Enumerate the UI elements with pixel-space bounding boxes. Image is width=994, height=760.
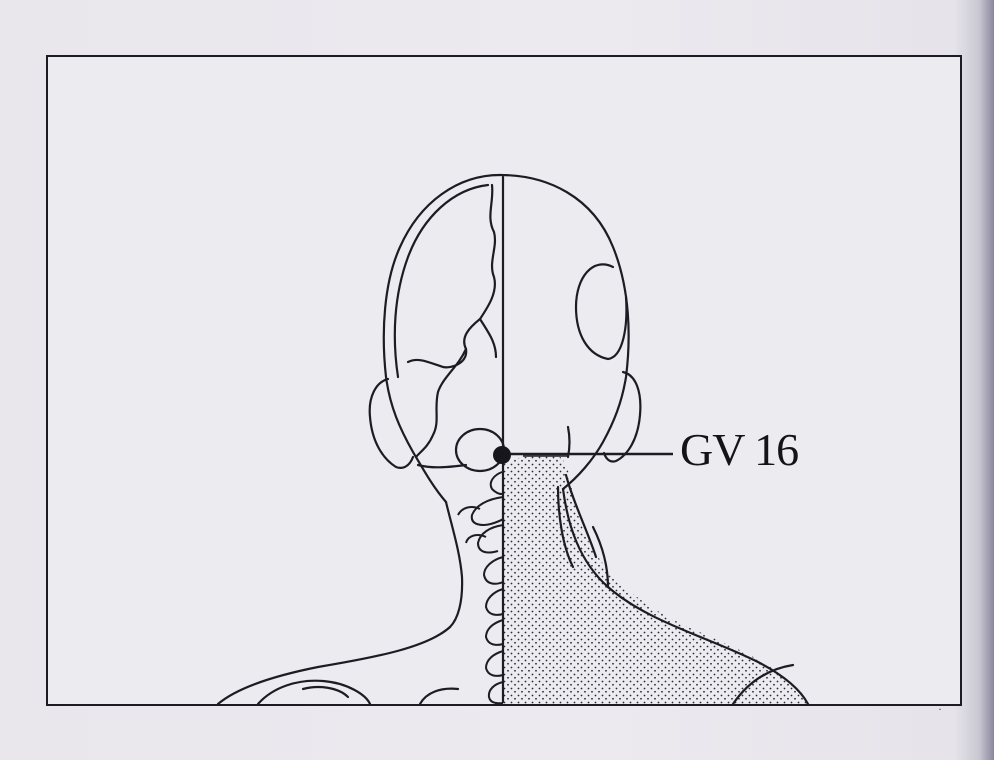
head-back-view-illustration xyxy=(48,57,960,704)
stippled-shoulder-muscle xyxy=(503,453,808,704)
cervical-vertebrae xyxy=(458,472,503,703)
acupoint-label: GV 16 xyxy=(680,427,798,473)
head-outline xyxy=(384,175,500,502)
left-ear xyxy=(370,379,413,468)
page-corner-mark: · xyxy=(938,702,942,717)
acupoint-marker-dot xyxy=(493,446,511,464)
figure-frame: GV 16 xyxy=(46,55,962,706)
right-ear xyxy=(604,372,640,462)
